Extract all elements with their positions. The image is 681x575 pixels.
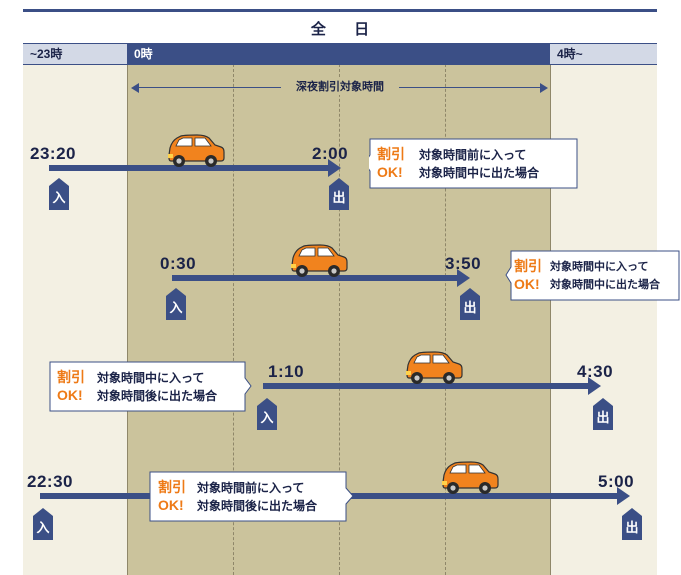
row3-car-icon: [403, 350, 465, 386]
header-night-cell: [127, 43, 550, 65]
row3-exit-badge: 出: [593, 398, 613, 430]
boundary-4h: [550, 64, 551, 575]
row3-callout-line1: 対象時間中に入って: [97, 371, 205, 385]
row4-callout-ok: OK!: [158, 497, 184, 513]
row4-enter-badge-text: 入: [36, 520, 50, 535]
row4-enter-badge: 入: [33, 508, 53, 540]
gridline-1h: [233, 64, 234, 575]
row3-enter-badge-text: 入: [260, 410, 274, 425]
row2-callout-ok: OK!: [514, 276, 540, 292]
row4-exit-badge-text: 出: [625, 520, 639, 535]
row4-end-time: 5:00: [598, 472, 635, 491]
row3-enter-badge: 入: [257, 398, 277, 430]
row3-callout: 割引 OK! 対象時間中に入って 対象時間後に出た場合: [49, 361, 252, 412]
row2-callout: 割引 OK! 対象時間中に入って 対象時間中に出た場合: [505, 250, 680, 301]
row4-exit-badge: 出: [622, 508, 642, 540]
row4-callout-line2: 対象時間後に出た場合: [197, 499, 318, 513]
row1-arrowhead: [328, 159, 341, 177]
row1-callout-discount: 割引: [377, 146, 405, 162]
row1-timeline-bar: [49, 165, 329, 171]
gridline-2h: [339, 64, 340, 575]
row3-arrowhead: [588, 377, 601, 395]
row2-arrowhead: [457, 269, 470, 287]
row2-start-time: 0:30: [160, 254, 197, 273]
row1-callout-ok: OK!: [377, 164, 403, 180]
header-label-after: 4時~: [557, 47, 583, 61]
row1-exit-badge: 出: [329, 178, 349, 210]
row3-exit-badge-text: 出: [596, 410, 610, 425]
row3-end-time: 4:30: [577, 362, 614, 381]
boundary-0h: [127, 64, 128, 575]
row3-callout-ok: OK!: [57, 387, 83, 403]
header-after-cell: [550, 43, 657, 65]
header-top-rule: [23, 9, 657, 12]
row4-callout-discount: 割引: [158, 479, 186, 495]
row3-callout-discount: 割引: [57, 369, 85, 385]
row1-start-time: 23:20: [30, 144, 76, 163]
row4-callout-line1: 対象時間前に入って: [197, 481, 305, 495]
row1-exit-badge-text: 出: [332, 190, 346, 205]
row4-start-time: 22:30: [27, 472, 73, 491]
row3-callout-line2: 対象時間後に出た場合: [97, 389, 218, 403]
row2-callout-line1: 対象時間中に入って: [550, 261, 649, 273]
row1-callout: 割引 OK! 対象時間前に入って 対象時間中に出た場合: [369, 138, 578, 189]
row1-enter-badge-text: 入: [52, 190, 66, 205]
row4-arrowhead: [617, 487, 630, 505]
row3-timeline-bar: [263, 383, 589, 389]
row2-end-time: 3:50: [445, 254, 482, 273]
row2-enter-badge-text: 入: [169, 300, 183, 315]
header-all-day: 全 日: [310, 20, 382, 38]
row2-timeline-bar: [172, 275, 458, 281]
row1-callout-line1: 対象時間前に入って: [419, 148, 527, 162]
row2-car-icon: [288, 243, 350, 279]
row4-callout: 割引 OK! 対象時間前に入って 対象時間後に出た場合: [149, 471, 354, 522]
row3-start-time: 1:10: [268, 362, 305, 381]
row1-car-icon: [165, 133, 227, 169]
night-span-label: 深夜割引対象時間: [281, 79, 399, 95]
row2-callout-line2: 対象時間中に出た場合: [550, 279, 660, 291]
gridline-3h: [445, 64, 446, 575]
row2-exit-badge: 出: [460, 288, 480, 320]
row2-enter-badge: 入: [166, 288, 186, 320]
header-label-before: ~23時: [30, 47, 63, 61]
row1-callout-line2: 対象時間中に出た場合: [419, 166, 540, 180]
header-before-cell: [23, 43, 127, 65]
night-span-right-arrowhead: [540, 83, 548, 93]
night-span-left-arrowhead: [131, 83, 139, 93]
row1-end-time: 2:00: [312, 144, 349, 163]
row4-car-icon: [439, 460, 501, 496]
header-label-0h: 0時: [134, 47, 153, 61]
row1-enter-badge: 入: [49, 178, 69, 210]
row2-exit-badge-text: 出: [463, 300, 477, 315]
row2-callout-discount: 割引: [514, 258, 542, 274]
